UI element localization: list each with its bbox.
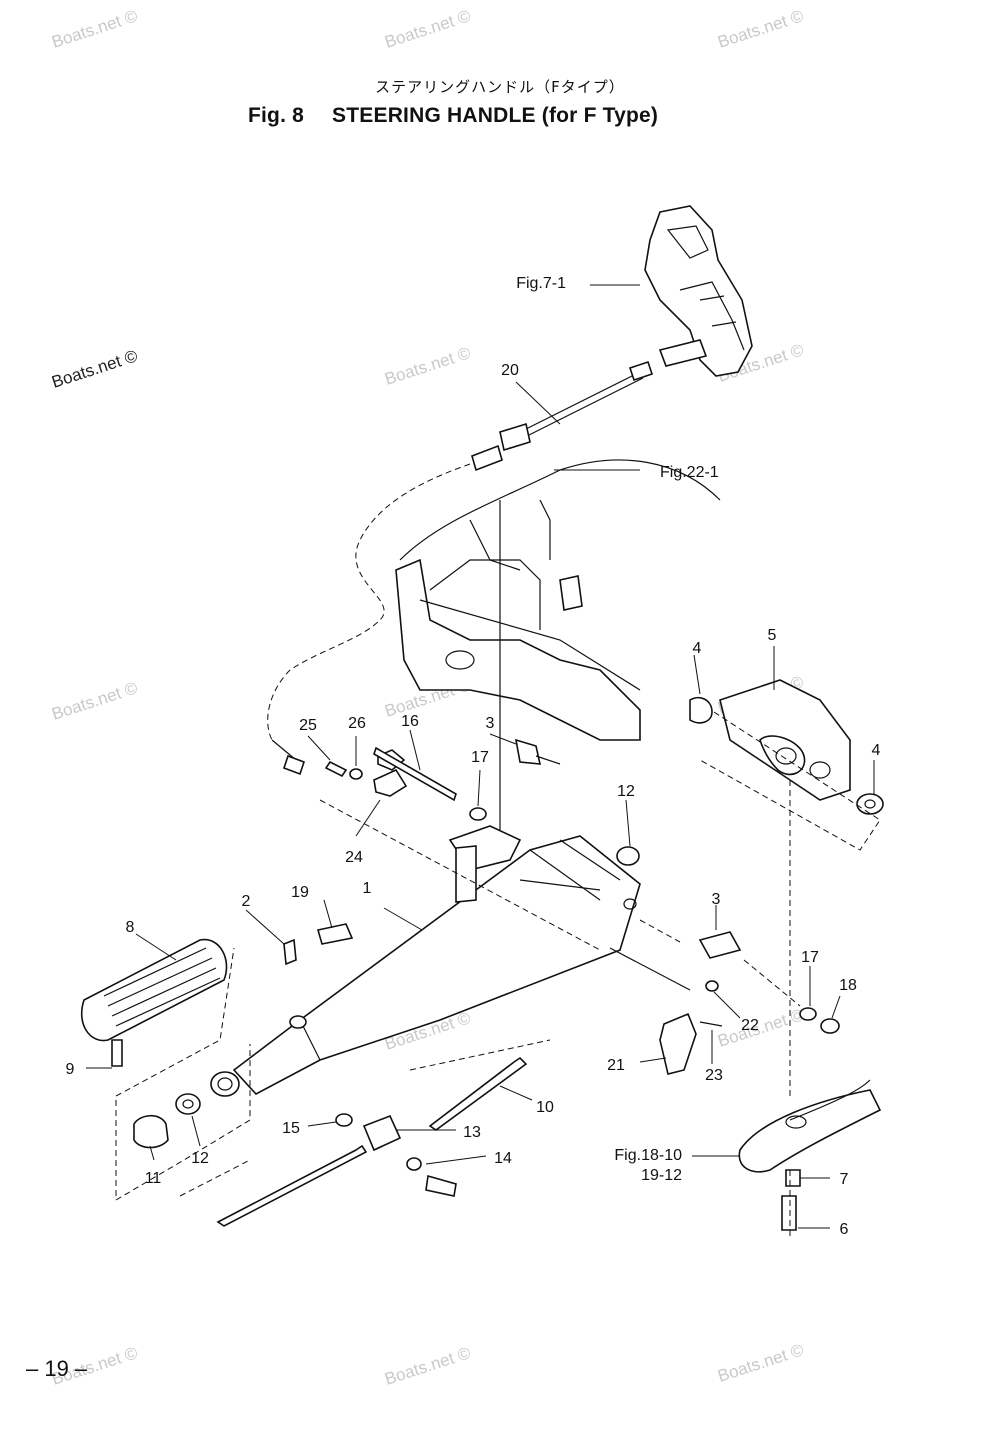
reference-fig-22-1: Fig.22-1 <box>660 464 719 481</box>
callout-3: 3 <box>486 715 495 732</box>
callout-4: 4 <box>693 640 702 657</box>
watermark: Boats.net © <box>715 1340 806 1386</box>
watermark: Boats.net © <box>49 6 140 52</box>
throttle-grip <box>80 938 235 1097</box>
watermark: Boats.net © <box>382 343 473 389</box>
small-parts <box>111 738 840 1227</box>
callout-labels: 20 Fig.7-1 Fig.22-1 5 4 4 25 26 16 3 17 … <box>66 275 881 1238</box>
callout-4: 4 <box>872 742 881 759</box>
watermark: Boats.net © <box>49 678 140 724</box>
callout-8: 8 <box>126 919 135 936</box>
callout-14: 14 <box>494 1150 512 1167</box>
steering-bracket <box>689 679 884 1100</box>
tiller-arm <box>210 825 641 1097</box>
watermark: Boats.net © <box>715 1005 806 1051</box>
figure-caption: STEERING HANDLE (for F Type) <box>332 104 659 127</box>
lower-cowling <box>395 459 721 830</box>
reference-fig-19-12: 19-12 <box>641 1167 682 1184</box>
callout-11: 11 <box>145 1170 162 1187</box>
callout-23: 23 <box>705 1067 723 1084</box>
callout-5: 5 <box>768 627 777 644</box>
reference-fig-18-10: Fig.18-10 <box>614 1147 682 1164</box>
callout-22: 22 <box>741 1017 759 1034</box>
watermark: Boats.net © <box>49 346 140 392</box>
callout-3: 3 <box>712 891 721 908</box>
japanese-title: ステアリングハンドル（Fタイプ） <box>375 78 625 96</box>
callout-21: 21 <box>607 1057 625 1074</box>
callout-20: 20 <box>501 362 519 379</box>
callout-10: 10 <box>536 1099 554 1116</box>
page-number: – 19 – <box>26 1356 88 1381</box>
callout-12: 12 <box>191 1150 209 1167</box>
callout-2: 2 <box>242 893 251 910</box>
steering-arm-end <box>738 1079 882 1236</box>
callout-17: 17 <box>471 749 489 766</box>
callout-7: 7 <box>840 1171 849 1188</box>
callout-12: 12 <box>617 783 635 800</box>
leader-lines <box>86 284 875 1229</box>
callout-13: 13 <box>463 1124 481 1141</box>
callout-6: 6 <box>840 1221 849 1238</box>
callout-9: 9 <box>66 1061 75 1078</box>
callout-19: 19 <box>291 884 309 901</box>
callout-24: 24 <box>345 849 363 866</box>
callout-16: 16 <box>401 713 419 730</box>
callout-15: 15 <box>282 1120 300 1137</box>
throttle-cable <box>267 360 654 776</box>
throttle-grip-assembly <box>644 205 753 377</box>
callout-17: 17 <box>801 949 819 966</box>
figure-title: Fig. 8 STEERING HANDLE (for F Type) <box>248 104 658 128</box>
callout-25: 25 <box>299 717 317 734</box>
callout-1: 1 <box>363 880 372 897</box>
reference-fig-7-1: Fig.7-1 <box>516 275 566 292</box>
figure-number: Fig. 8 <box>248 104 305 127</box>
watermark: Boats.net © <box>382 6 473 52</box>
watermark: Boats.net © <box>715 6 806 52</box>
callout-26: 26 <box>348 715 366 732</box>
callout-18: 18 <box>839 977 857 994</box>
watermark: Boats.net © <box>382 1343 473 1389</box>
